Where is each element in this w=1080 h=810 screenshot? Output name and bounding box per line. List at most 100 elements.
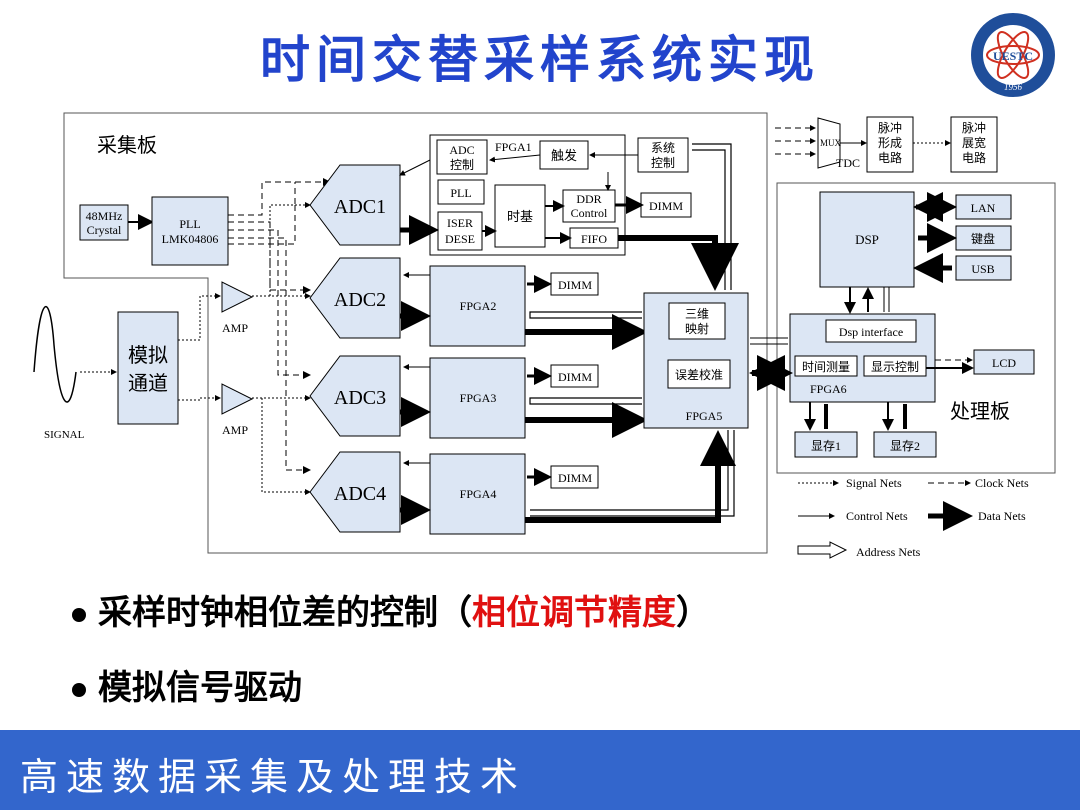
time-measure-label: 时间测量 <box>802 360 850 374</box>
crystal-label-2: Crystal <box>87 223 122 237</box>
pulse-widen-2: 展宽 <box>962 135 986 150</box>
keyboard-label: 键盘 <box>971 231 995 246</box>
processing-board-outline <box>776 182 1056 474</box>
dimm-2-label: DIMM <box>558 278 592 292</box>
signal-label: SIGNAL <box>44 429 85 441</box>
fpga5-map <box>668 302 726 340</box>
adc-4-label: ADC4 <box>334 483 386 505</box>
iser-label-1: ISER <box>447 216 473 230</box>
calib-label: 误差校准 <box>675 367 723 382</box>
fpga1-pll-label: PLL <box>450 186 471 200</box>
analog-label-2: 通道 <box>128 372 168 395</box>
tdc-label: TDC <box>836 156 860 170</box>
pulse-form-3: 电路 <box>878 150 902 165</box>
amp-2 <box>221 383 254 415</box>
acquisition-board-outline <box>63 112 768 554</box>
pll-block <box>151 196 229 266</box>
bullet-dot <box>72 607 86 622</box>
bullet-1-tail: ） <box>676 593 710 633</box>
mux-label: MUX <box>820 138 842 148</box>
dsp-block <box>819 191 915 288</box>
bullet-dot <box>72 682 86 697</box>
bullet-phase-control: 采样时钟相位差的控制（相位调节精度） <box>72 585 710 634</box>
footer-bar: 高速数据采集及处理技术 <box>0 730 1080 810</box>
bullet-analog-drive: 模拟信号驱动 <box>72 660 302 709</box>
display-ctrl-label: 显示控制 <box>871 360 919 374</box>
analog-channel-block <box>117 311 179 425</box>
pulse-form-2: 形成 <box>878 136 902 150</box>
logo-year: 1956 <box>1004 82 1023 92</box>
iser-label-2: DESE <box>445 232 475 246</box>
dsp-label: DSP <box>855 232 879 247</box>
lcd-block <box>973 349 1035 375</box>
sys-ctrl-label-1: 系统 <box>651 141 675 155</box>
legend-control: Control Nets <box>846 509 908 523</box>
amp-1-label: AMP <box>222 321 248 335</box>
ddr-label-2: Control <box>571 206 608 220</box>
amp-2-label: AMP <box>222 423 248 437</box>
crystal-label-1: 48MHz <box>86 209 123 223</box>
bullet-1-main: 采样时钟相位差的控制（ <box>98 593 472 633</box>
fifo-label: FIFO <box>581 232 607 246</box>
usb-block <box>955 255 1012 281</box>
adc-2-label: ADC2 <box>334 289 386 311</box>
proc-board-label: 处理板 <box>950 400 1010 423</box>
fpga1-sys-ctrl <box>637 137 689 173</box>
fpga1-label: FPGA1 <box>495 140 532 154</box>
lan-block <box>955 194 1012 220</box>
adc-1-label: ADC1 <box>334 196 386 218</box>
system-block-diagram: 采集板 处理板 48MHz Crystal PLL LMK04806 SIGNA… <box>33 112 1056 559</box>
time-measure <box>794 355 858 377</box>
amp-1 <box>221 281 254 313</box>
trigger-label: 触发 <box>551 148 577 163</box>
sys-ctrl-label-2: 控制 <box>651 156 675 170</box>
video-mem-2 <box>873 431 937 458</box>
adc-ctrl-label-1: ADC <box>449 143 474 157</box>
fpga1-ddr <box>562 189 616 223</box>
legend-data: Data Nets <box>978 509 1026 523</box>
pulse-form-1: 脉冲 <box>878 120 902 135</box>
pll-label-2: LMK04806 <box>162 232 219 246</box>
fpga1-dimm <box>640 192 692 218</box>
adc-3-label: ADC3 <box>334 387 386 409</box>
bullet-1-highlight: 相位调节精度 <box>472 593 676 633</box>
acq-board-label: 采集板 <box>97 134 157 157</box>
pulse-widen-1: 脉冲 <box>962 120 986 135</box>
logo-text: UESTC <box>993 49 1033 63</box>
fpga1-internal-links <box>482 152 644 244</box>
map-label-2: 映射 <box>685 321 709 336</box>
adc-4: ADC4 <box>309 451 401 533</box>
fpga3: FPGA3 <box>429 357 526 439</box>
signal-waveform <box>33 305 77 403</box>
adc-1: ADC1 <box>309 164 401 246</box>
fpga1-pll <box>437 179 485 205</box>
footer-title: 高速数据采集及处理技术 <box>20 755 527 799</box>
video-mem-1-label: 显存1 <box>811 439 841 453</box>
analog-label-1: 模拟 <box>128 344 168 367</box>
video-mem-2-label: 显存2 <box>890 439 920 453</box>
pulse-widen-3: 电路 <box>962 150 986 165</box>
fpga1-dimm-label: DIMM <box>649 199 683 213</box>
dimm-blocks: DIMM DIMM DIMM <box>550 272 599 489</box>
lcd-label: LCD <box>992 356 1016 370</box>
legend-signal: Signal Nets <box>846 476 902 490</box>
dimm-4-label: DIMM <box>558 471 592 485</box>
fpga1-region <box>429 134 626 256</box>
fpga1-adc-ctrl <box>436 139 488 175</box>
legend-clock: Clock Nets <box>975 476 1029 490</box>
fpga5-calib <box>667 359 731 389</box>
pll-label-1: PLL <box>179 217 200 231</box>
fpga4-label: FPGA4 <box>460 487 497 501</box>
timebase-label: 时基 <box>507 209 533 224</box>
dsp-interface-label: Dsp interface <box>839 325 903 339</box>
page-title: 时间交替采样系统实现 <box>260 30 820 89</box>
university-logo: UESTC 1956 <box>971 13 1055 97</box>
fpga1-trigger <box>539 140 589 170</box>
fpga6-label: FPGA6 <box>810 382 847 396</box>
pulse-widen-block <box>950 116 998 173</box>
adc-3: ADC3 <box>309 355 401 437</box>
bullet-2-main: 模拟信号驱动 <box>98 668 302 708</box>
pulse-form-block <box>866 116 914 173</box>
fpga4: FPGA4 <box>429 453 526 535</box>
ddr-label-1: DDR <box>576 192 601 206</box>
